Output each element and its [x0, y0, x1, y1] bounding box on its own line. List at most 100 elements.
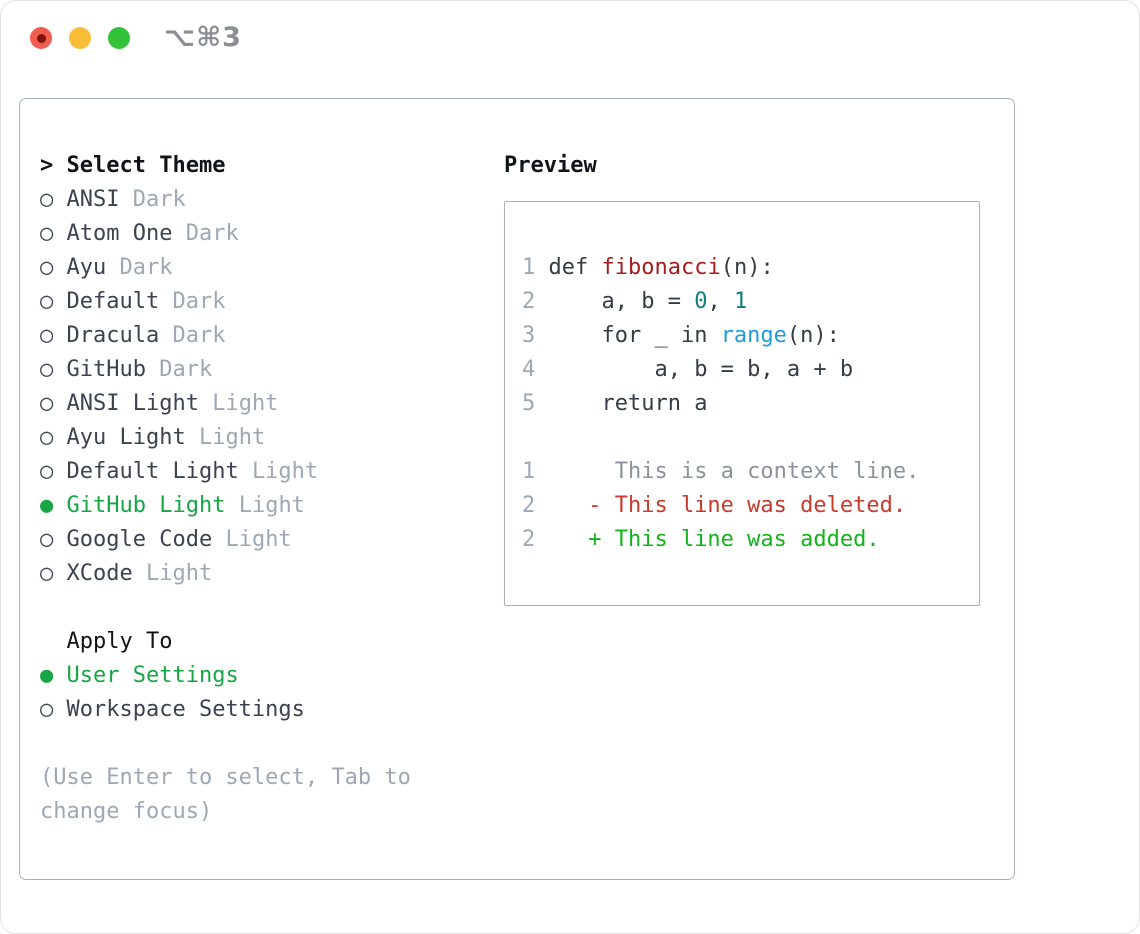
theme-list: ○ ANSI Dark○ Atom One Dark○ Ayu Dark○ De…: [40, 183, 480, 591]
preview-line: 3 for _ in range(n):: [522, 319, 971, 353]
theme-name: XCode: [66, 561, 133, 586]
preview-line: 4 a, b = b, a + b: [522, 353, 971, 387]
theme-option-default[interactable]: ○ Default Dark: [40, 285, 480, 319]
radio-icon: ○: [40, 527, 54, 552]
code-segment-pl: a, b =: [535, 289, 695, 314]
radio-icon: ○: [40, 391, 54, 416]
apply-option-user-settings[interactable]: ● User Settings: [40, 659, 480, 693]
code-segment-ln: 2: [522, 527, 536, 552]
close-icon: [36, 33, 46, 43]
theme-tag: Dark: [132, 187, 186, 212]
code-segment-pl: def: [535, 255, 602, 280]
prompt-caret: >: [40, 153, 54, 178]
maximize-button[interactable]: [108, 27, 130, 49]
code-segment-ln: 4: [522, 357, 536, 382]
code-segment-ln: 1: [522, 459, 536, 484]
spacer: [40, 591, 480, 625]
window-title: ⌥⌘3: [164, 22, 242, 53]
apply-to-heading: Apply To: [66, 629, 173, 654]
code-segment-bi: range: [720, 323, 787, 348]
theme-name: Ayu: [66, 255, 107, 280]
apply-option-label: Workspace Settings: [66, 697, 305, 722]
code-segment-del: - This line was deleted.: [535, 493, 907, 518]
theme-name: GitHub: [66, 357, 146, 382]
theme-tag: Dark: [172, 289, 226, 314]
radio-icon: ○: [40, 697, 54, 722]
radio-icon: ●: [40, 493, 54, 518]
theme-option-dracula[interactable]: ○ Dracula Dark: [40, 319, 480, 353]
radio-icon: ○: [40, 459, 54, 484]
theme-option-ansi-light[interactable]: ○ ANSI Light Light: [40, 387, 480, 421]
theme-option-ayu-light[interactable]: ○ Ayu Light Light: [40, 421, 480, 455]
theme-name: ANSI: [66, 187, 120, 212]
theme-tag: Light: [145, 561, 213, 586]
theme-picker-panel: > Select Theme ○ ANSI Dark○ Atom One Dar…: [19, 98, 1015, 880]
code-segment-add: + This line was added.: [535, 527, 880, 552]
theme-tag: Light: [225, 527, 292, 552]
select-theme-heading: Select Theme: [66, 153, 226, 178]
select-theme-heading-row: > Select Theme: [40, 149, 480, 183]
theme-name: ANSI Light: [66, 391, 199, 416]
theme-option-google-code[interactable]: ○ Google Code Light: [40, 523, 480, 557]
code-segment-ctx: This is a context line.: [535, 459, 920, 484]
theme-name: Google Code: [66, 527, 213, 552]
theme-name: Dracula: [66, 323, 160, 348]
code-segment-nu: 0: [694, 289, 708, 314]
apply-option-workspace-settings[interactable]: ○ Workspace Settings: [40, 693, 480, 727]
code-segment-nu: 1: [733, 289, 748, 314]
theme-option-github[interactable]: ○ GitHub Dark: [40, 353, 480, 387]
spacer: [40, 727, 480, 761]
preview-line: 5 return a: [522, 387, 971, 421]
preview-blank-line: [522, 421, 971, 455]
theme-tag: Light: [251, 459, 319, 484]
code-segment-ln: 1: [522, 255, 536, 280]
preview-column: Preview 1 def fibonacci(n):2 a, b = 0, 1…: [504, 149, 980, 606]
theme-option-ayu[interactable]: ○ Ayu Dark: [40, 251, 480, 285]
preview-line: 1 def fibonacci(n):: [522, 251, 971, 285]
radio-icon: ○: [40, 221, 54, 246]
radio-icon: ○: [40, 561, 54, 586]
theme-name: Ayu Light: [66, 425, 186, 450]
theme-tag: Light: [238, 493, 305, 518]
preview-line: 2 - This line was deleted.: [522, 489, 971, 523]
theme-name: Atom One: [66, 221, 173, 246]
apply-option-label: User Settings: [66, 663, 239, 688]
code-segment-ln: 3: [522, 323, 536, 348]
radio-icon: ○: [40, 357, 54, 382]
code-segment-ln: 5: [522, 391, 536, 416]
radio-icon: ○: [40, 323, 54, 348]
theme-option-default-light[interactable]: ○ Default Light Light: [40, 455, 480, 489]
radio-icon: ○: [40, 187, 54, 212]
theme-name: Default: [66, 289, 160, 314]
theme-option-ansi[interactable]: ○ ANSI Dark: [40, 183, 480, 217]
theme-option-github-light[interactable]: ● GitHub Light Light: [40, 489, 480, 523]
theme-tag: Dark: [172, 323, 226, 348]
code-segment-pl: (n):: [720, 255, 774, 280]
theme-picker-column: > Select Theme ○ ANSI Dark○ Atom One Dar…: [40, 149, 480, 829]
code-segment-pl: ,: [707, 289, 734, 314]
radio-icon: ○: [40, 425, 54, 450]
minimize-button[interactable]: [69, 27, 91, 49]
radio-icon: ●: [40, 663, 54, 688]
theme-tag: Dark: [119, 255, 173, 280]
close-button[interactable]: [30, 27, 52, 49]
apply-to-heading-row: Apply To: [40, 625, 480, 659]
preview-line: 1 This is a context line.: [522, 455, 971, 489]
preview-line: 2 a, b = 0, 1: [522, 285, 971, 319]
radio-icon: ○: [40, 289, 54, 314]
code-segment-fn: fibonacci: [601, 255, 721, 280]
code-segment-pl: for _ in: [535, 323, 721, 348]
theme-option-xcode[interactable]: ○ XCode Light: [40, 557, 480, 591]
titlebar: ⌥⌘3: [1, 1, 1139, 75]
theme-option-atom-one[interactable]: ○ Atom One Dark: [40, 217, 480, 251]
code-segment-pl: (n):: [786, 323, 840, 348]
radio-icon: ○: [40, 255, 54, 280]
code-segment-ln: 2: [522, 493, 536, 518]
theme-tag: Dark: [185, 221, 239, 246]
theme-tag: Light: [198, 425, 266, 450]
theme-name: Default Light: [66, 459, 239, 484]
preview-heading: Preview: [504, 153, 597, 178]
hint-text: (Use Enter to select, Tab to change focu…: [40, 765, 411, 824]
